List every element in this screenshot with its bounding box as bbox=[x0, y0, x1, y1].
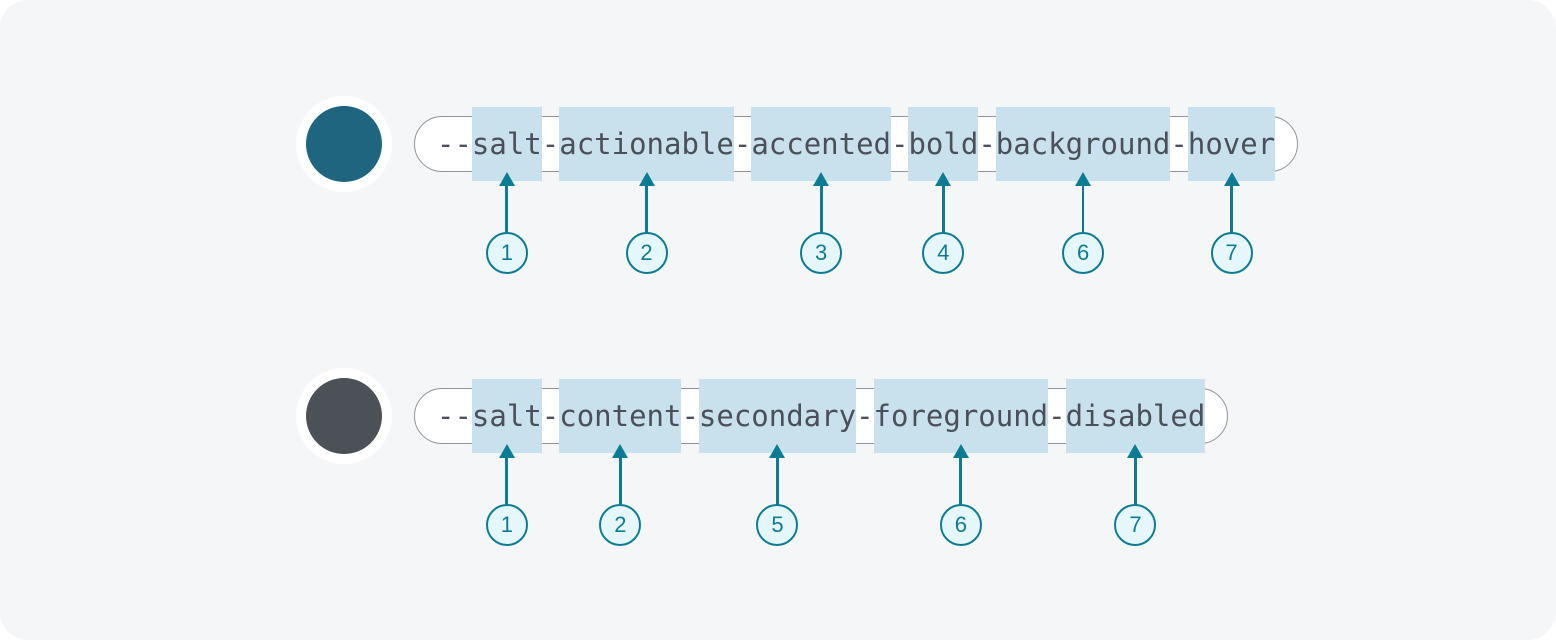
token-segment-label: content bbox=[559, 399, 682, 433]
token-segment-label: salt bbox=[471, 127, 542, 161]
pointer-line bbox=[959, 454, 963, 506]
token-separator: - bbox=[1170, 127, 1188, 161]
segment-number-badge: 5 bbox=[756, 504, 799, 546]
segment-number-badge: 6 bbox=[1062, 232, 1105, 274]
pointer-line bbox=[776, 454, 779, 506]
token-segment-label: actionable bbox=[559, 127, 734, 161]
color-swatch-dot bbox=[306, 378, 382, 454]
segment-number-badge: 1 bbox=[485, 232, 528, 274]
segment-number-badge: 7 bbox=[1114, 504, 1157, 546]
pointer-line bbox=[1230, 182, 1233, 234]
token-separator: - bbox=[978, 127, 996, 161]
token-separator: - bbox=[733, 127, 752, 161]
segment-number-badge: 2 bbox=[625, 232, 668, 274]
arrow-up-icon bbox=[769, 444, 786, 458]
token-segment-label: secondary bbox=[698, 399, 857, 433]
segment-number-badge: 6 bbox=[939, 504, 982, 546]
token-text: --salt-content-secondary-foreground-disa… bbox=[415, 379, 1227, 453]
arrow-up-icon bbox=[1127, 444, 1144, 458]
arrow-up-icon bbox=[612, 444, 629, 458]
segment-number-badge: 4 bbox=[922, 232, 965, 274]
pointer-line bbox=[645, 182, 648, 234]
token-segment-label: disabled bbox=[1065, 399, 1206, 433]
arrow-up-icon bbox=[813, 172, 830, 186]
token-segment-highlighted: salt bbox=[471, 379, 542, 453]
token-segment-label: salt bbox=[471, 399, 542, 433]
token-separator: -- bbox=[437, 127, 472, 161]
token-segment-label: bold bbox=[908, 127, 979, 161]
token-text: --salt-actionable-accented-bold-backgrou… bbox=[415, 107, 1297, 181]
arrow-up-icon bbox=[498, 444, 515, 458]
token-separator: - bbox=[1048, 399, 1066, 433]
token-segment-label: background bbox=[995, 127, 1171, 161]
segment-number-badge: 3 bbox=[800, 232, 843, 274]
token-separator: - bbox=[541, 127, 560, 161]
token-segment-highlighted: disabled bbox=[1065, 379, 1206, 453]
pointer-line bbox=[1134, 454, 1137, 506]
token-segment-highlighted: content bbox=[559, 379, 682, 453]
token-segment-label: accented bbox=[751, 127, 891, 161]
color-swatch-ring bbox=[296, 368, 392, 464]
segment-number-badge: 7 bbox=[1210, 232, 1253, 274]
pointer-line bbox=[942, 182, 945, 234]
token-separator: -- bbox=[437, 399, 472, 433]
pointer-line bbox=[1081, 182, 1085, 234]
pointer-line bbox=[819, 182, 823, 234]
arrow-up-icon bbox=[1075, 172, 1092, 186]
arrow-up-icon bbox=[1223, 172, 1240, 186]
token-segment-highlighted: actionable bbox=[559, 107, 734, 181]
arrow-up-icon bbox=[935, 172, 952, 186]
token-separator: - bbox=[541, 399, 560, 433]
token-separator: - bbox=[856, 399, 874, 433]
pointer-line bbox=[505, 182, 509, 234]
arrow-up-icon bbox=[638, 172, 655, 186]
token-segment-highlighted: foreground bbox=[873, 379, 1049, 453]
segment-number-badge: 2 bbox=[599, 504, 642, 546]
pointer-line bbox=[618, 454, 622, 506]
arrow-up-icon bbox=[952, 444, 969, 458]
token-segment-highlighted: accented bbox=[751, 107, 891, 181]
arrow-up-icon bbox=[498, 172, 515, 186]
segment-number-badge: 1 bbox=[485, 504, 528, 546]
pointer-line bbox=[505, 454, 509, 506]
color-swatch-dot bbox=[306, 106, 382, 182]
token-segment-highlighted: background bbox=[995, 107, 1171, 181]
token-pill[interactable]: --salt-actionable-accented-bold-backgrou… bbox=[414, 107, 1299, 181]
token-separator: - bbox=[681, 399, 699, 433]
token-segment-label: hover bbox=[1187, 127, 1276, 161]
token-segment-label: foreground bbox=[873, 399, 1049, 433]
color-swatch-ring bbox=[296, 96, 392, 192]
token-pill[interactable]: --salt-content-secondary-foreground-disa… bbox=[414, 379, 1229, 453]
token-segment-highlighted: hover bbox=[1187, 107, 1276, 181]
token-segment-highlighted: secondary bbox=[698, 379, 857, 453]
token-separator: - bbox=[891, 127, 909, 161]
token-segment-highlighted: salt bbox=[471, 107, 542, 181]
token-segment-highlighted: bold bbox=[908, 107, 979, 181]
